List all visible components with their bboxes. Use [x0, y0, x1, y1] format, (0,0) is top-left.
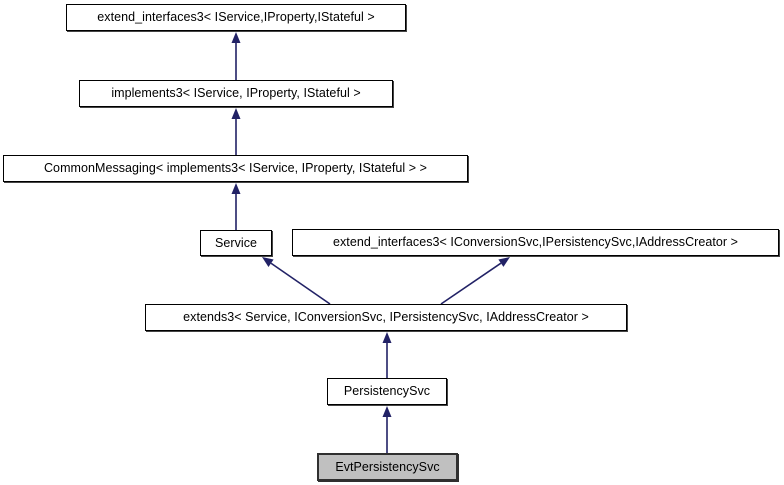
inheritance-edge-line	[270, 262, 331, 305]
class-node-label: implements3< IService, IProperty, IState…	[111, 86, 361, 101]
inheritance-arrowhead	[382, 332, 392, 343]
inheritance-arrowhead	[498, 257, 510, 267]
class-node-label: extends3< Service, IConversionSvc, IPers…	[183, 310, 589, 325]
class-node-implements3[interactable]: implements3< IService, IProperty, IState…	[79, 80, 393, 107]
class-node-extend-interfaces3-svc[interactable]: extend_interfaces3< IConversionSvc,IPers…	[292, 229, 779, 256]
inheritance-arrowhead	[231, 108, 241, 119]
class-node-label: Service	[214, 235, 258, 250]
class-node-label: extend_interfaces3< IConversionSvc,IPers…	[333, 235, 738, 250]
class-node-extends3[interactable]: extends3< Service, IConversionSvc, IPers…	[145, 304, 627, 331]
class-node-service[interactable]: Service	[200, 230, 272, 256]
inheritance-arrowhead	[262, 257, 274, 267]
inheritance-arrowhead	[231, 183, 241, 194]
inheritance-arrowhead	[231, 32, 241, 43]
class-node-extend-interfaces3-base[interactable]: extend_interfaces3< IService,IProperty,I…	[66, 4, 406, 31]
class-node-label: PersistencySvc	[343, 384, 431, 399]
inheritance-arrowhead	[382, 406, 392, 417]
class-node-persistency-svc[interactable]: PersistencySvc	[327, 378, 447, 405]
class-node-evt-persistency-svc[interactable]: EvtPersistencySvc	[317, 453, 458, 481]
class-node-common-messaging[interactable]: CommonMessaging< implements3< IService, …	[3, 155, 468, 182]
class-node-label: CommonMessaging< implements3< IService, …	[43, 161, 427, 176]
class-node-label: EvtPersistencySvc	[335, 459, 440, 474]
class-node-label: extend_interfaces3< IService,IProperty,I…	[97, 10, 375, 25]
inheritance-edge-line	[440, 262, 502, 305]
